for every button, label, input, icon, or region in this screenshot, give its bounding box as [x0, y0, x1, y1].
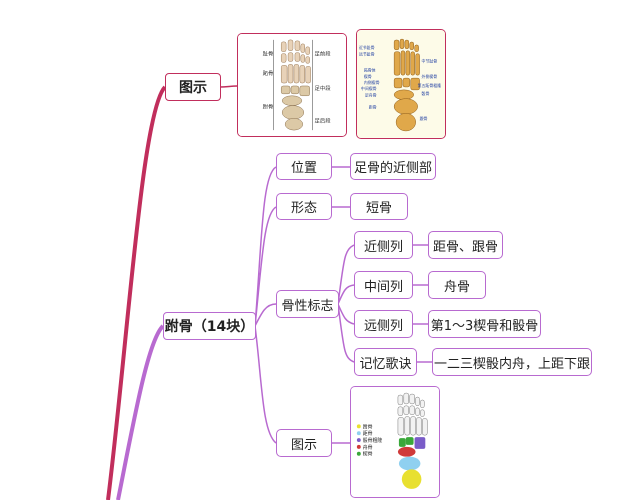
foot-bones-labeled-figure: 近节趾骨 远节趾骨 中节趾骨 跖骨体 楔骨 内侧楔骨 中间楔骨 外侧楔骨 第五跖…: [356, 29, 446, 139]
link-tarsal-illus: [254, 325, 277, 444]
link-illus-top-img1: [219, 85, 238, 88]
node-tarsal[interactable]: 跗骨（14块）: [163, 312, 256, 340]
node-distal-row-value[interactable]: 第1～3楔骨和骰骨: [428, 310, 541, 338]
foot-segments-figure: 趾骨 跖骨 跗骨 足前段 足中段 足后段: [237, 33, 347, 137]
fig1-label-left-1: 跖骨: [263, 70, 274, 77]
fig2-label-3: 跖骨体: [364, 67, 376, 72]
link-landmarks-proximal: [337, 244, 355, 305]
link-landmarks-middle: [337, 284, 355, 305]
legend-swatch-3: [356, 444, 361, 449]
node-middle-row[interactable]: 中间列: [354, 271, 413, 299]
fig1-label-right-2: 足后段: [315, 116, 332, 124]
fig2-label-12: 跟骨: [420, 116, 428, 121]
node-mnemonic-value[interactable]: 一二三楔骰内舟，上距下跟: [432, 348, 592, 376]
fig2-label-0: 近节趾骨: [359, 45, 375, 50]
fig2-label-2: 中节趾骨: [422, 58, 438, 63]
node-landmarks[interactable]: 骨性标志: [276, 290, 339, 318]
fig2-label-8: 第五跖骨粗隆: [418, 83, 442, 88]
colored-foot-image: 跗骨 距骨 骰骨粗隆 舟骨 楔骨: [351, 387, 439, 497]
fig2-label-9: 骰骨: [422, 91, 430, 96]
colored-foot-figure: 跗骨 距骨 骰骨粗隆 舟骨 楔骨: [350, 386, 440, 498]
legend-swatch-2: [356, 438, 361, 442]
legend-label-2: 骰骨粗隆: [363, 437, 383, 444]
fig1-label-left-0: 趾骨: [263, 50, 274, 58]
link-landmarks-distal: [337, 303, 355, 325]
node-middle-row-value[interactable]: 舟骨: [428, 271, 486, 299]
legend-label-4: 楔骨: [363, 451, 373, 458]
fig2-label-1: 远节趾骨: [359, 52, 375, 57]
branch-trunk-red: [106, 85, 167, 500]
link-tarsal-landmarks: [254, 303, 277, 327]
fig2-label-7: 外侧楔骨: [422, 74, 438, 79]
fig2-label-4: 楔骨: [364, 74, 372, 79]
legend-label-3: 舟骨: [363, 444, 373, 451]
node-position-value[interactable]: 足骨的近侧部: [350, 153, 436, 180]
legend-swatch-1: [356, 431, 361, 436]
node-proximal-row[interactable]: 近侧列: [354, 231, 413, 259]
fig2-label-10: 足舟骨: [365, 93, 377, 98]
node-illustration-top[interactable]: 图示: [165, 73, 221, 101]
fig1-label-right-0: 足前段: [315, 50, 332, 58]
node-distal-row[interactable]: 远侧列: [354, 310, 413, 338]
link-tarsal-shape: [254, 206, 277, 327]
node-illustration-bottom[interactable]: 图示: [276, 429, 332, 457]
fig2-label-11: 距骨: [369, 104, 377, 109]
fig1-label-left-2: 跗骨: [263, 103, 274, 111]
node-shape-value[interactable]: 短骨: [350, 193, 408, 220]
node-proximal-row-value[interactable]: 距骨、跟骨: [428, 231, 503, 259]
link-landmarks-mnemonic: [337, 303, 355, 363]
legend-swatch-0: [356, 424, 361, 429]
fig1-label-right-1: 足中段: [315, 84, 332, 92]
fig2-label-5: 内侧楔骨: [364, 80, 380, 85]
node-shape[interactable]: 形态: [276, 193, 332, 220]
fig2-label-6: 中间楔骨: [361, 86, 377, 91]
foot-segments-image: 趾骨 跖骨 跗骨 足前段 足中段 足后段: [238, 34, 346, 136]
node-mnemonic[interactable]: 记忆歌诀: [354, 348, 417, 376]
legend-label-0: 跗骨: [363, 423, 373, 430]
foot-bones-labeled-image: 近节趾骨 远节趾骨 中节趾骨 跖骨体 楔骨 内侧楔骨 中间楔骨 外侧楔骨 第五跖…: [357, 30, 445, 138]
legend-label-1: 距骨: [363, 431, 373, 437]
branch-trunk-purple: [116, 324, 165, 500]
legend-swatch-4: [356, 451, 361, 456]
node-position[interactable]: 位置: [276, 153, 332, 180]
